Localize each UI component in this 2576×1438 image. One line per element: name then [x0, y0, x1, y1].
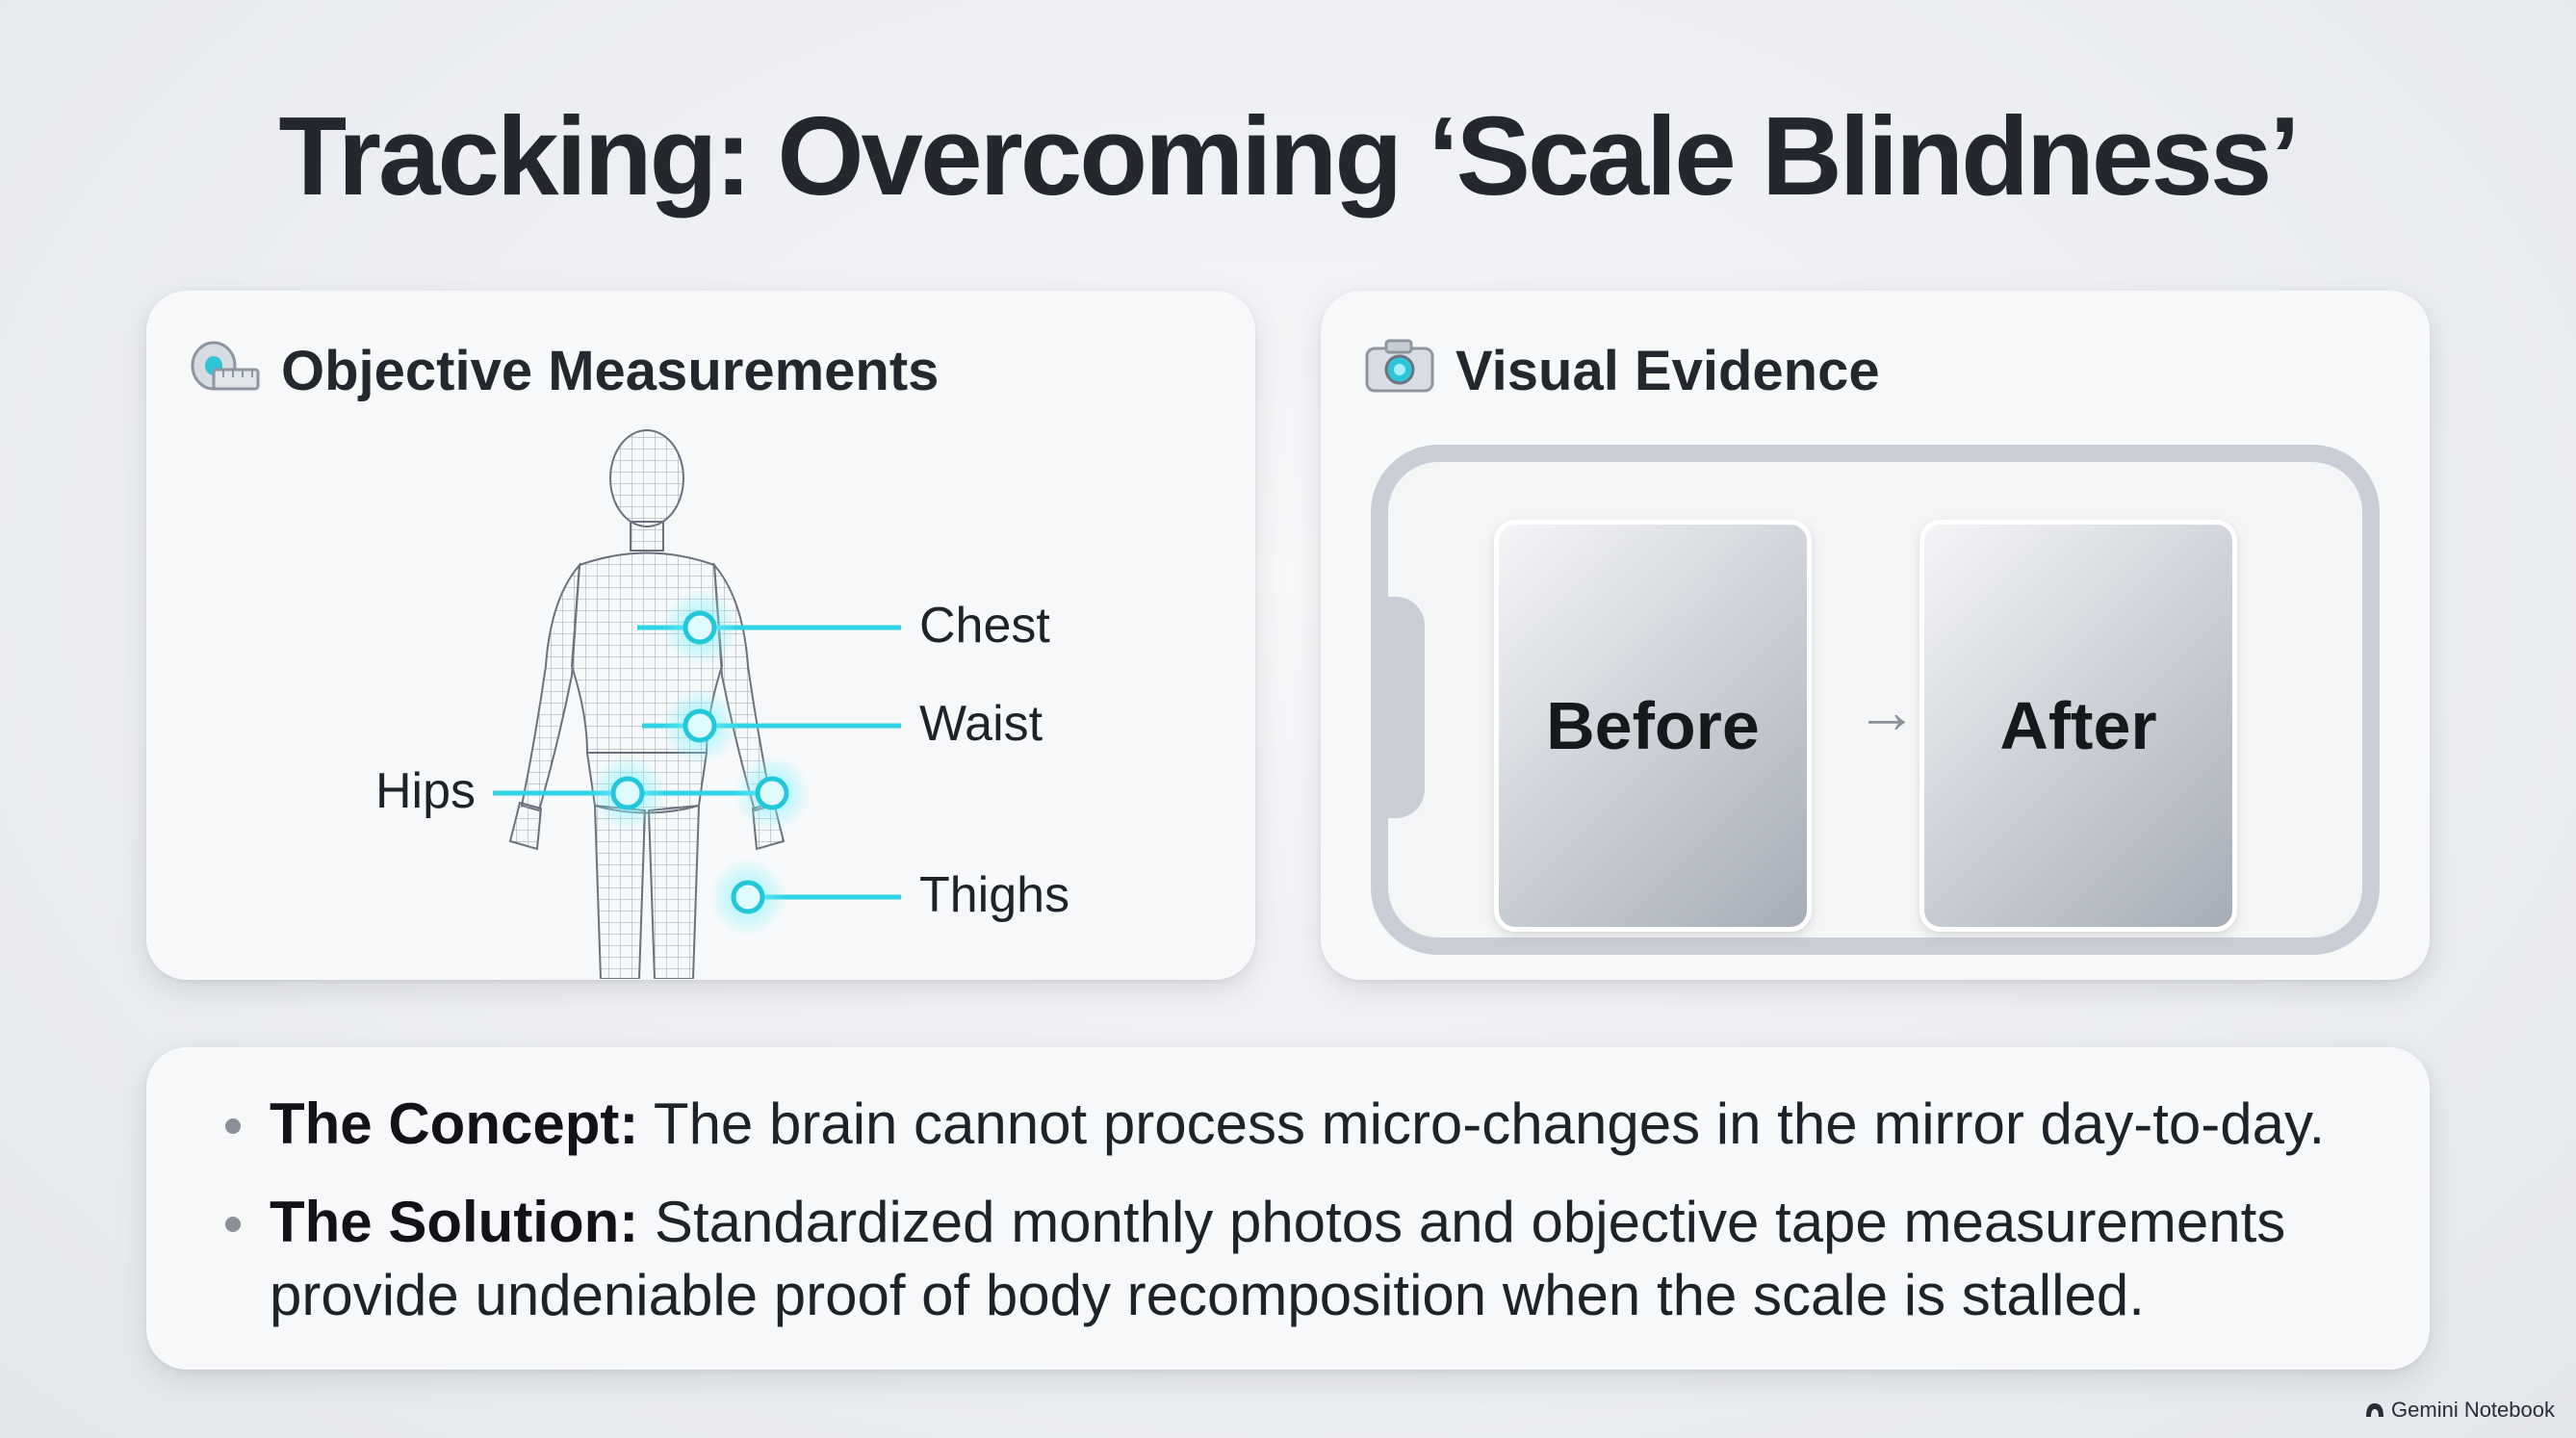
before-photo: Before	[1494, 520, 1812, 932]
notebook-logo-icon	[2366, 1403, 2384, 1417]
bullet-solution-text: Standardized monthly photos and objectiv…	[270, 1190, 2286, 1327]
bullet-solution-lead: The Solution:	[270, 1190, 639, 1254]
bullet-concept-text: The brain cannot process micro-changes i…	[638, 1091, 2326, 1156]
watermark-text: Gemini Notebook	[2391, 1398, 2555, 1422]
bullet-dot	[225, 1217, 241, 1232]
bullet-dot	[225, 1118, 241, 1134]
after-photo: After	[1919, 520, 2237, 932]
thighs-label: Thighs	[919, 867, 1070, 923]
gemini-notebook-watermark: Gemini Notebook	[2364, 1398, 2555, 1423]
page-title: Tracking: Overcoming ‘Scale Blindness’	[278, 93, 2300, 218]
arrow-right-icon: →	[1856, 677, 1918, 746]
phone-frame: Before → After	[1371, 445, 2380, 955]
camera-icon	[1365, 339, 1434, 393]
chest-label: Chest	[919, 598, 1050, 654]
objective-measurements-title: Objective Measurements	[281, 340, 940, 402]
objective-measurements-card: Objective Measurements	[146, 291, 1255, 980]
bullet-concept-lead: The Concept:	[270, 1091, 639, 1156]
bullet-solution: The Solution: Standardized monthly photo…	[225, 1186, 2368, 1332]
measurement-lines	[493, 589, 901, 936]
summary-card: The Concept: The brain cannot process mi…	[146, 1047, 2430, 1370]
bullet-concept: The Concept: The brain cannot process mi…	[225, 1088, 2368, 1161]
hips-label: Hips	[375, 763, 477, 819]
visual-evidence-title: Visual Evidence	[1455, 340, 1880, 402]
tape-measure-icon	[191, 341, 260, 391]
waist-label: Waist	[919, 696, 1043, 752]
visual-evidence-card: Visual Evidence Before → After	[1321, 291, 2430, 980]
phone-side-notch	[1382, 597, 1425, 818]
